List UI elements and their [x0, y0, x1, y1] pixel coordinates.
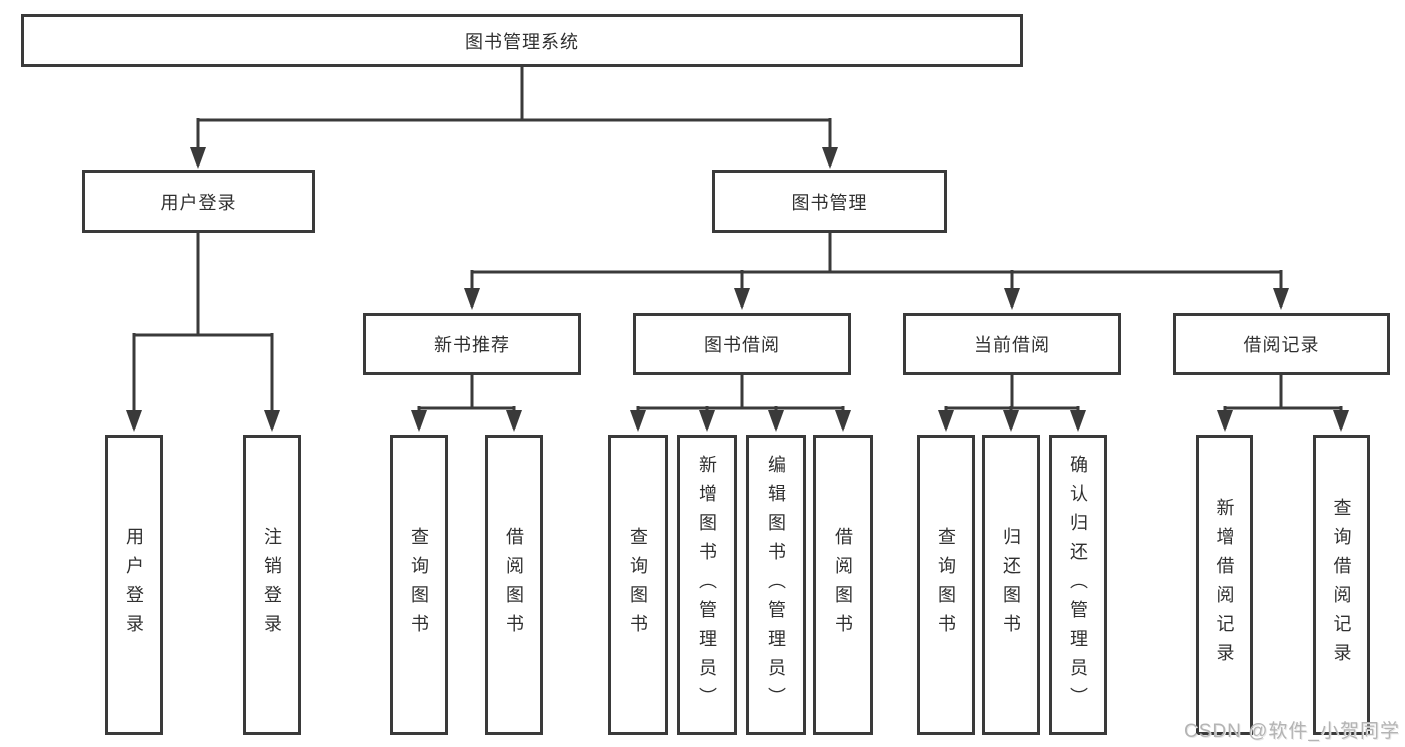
- leaf-logout-label: 注销登录: [262, 527, 282, 643]
- leaf-query-book-borrow: 查询图书: [608, 435, 668, 735]
- leaf-borrow-book-label: 借阅图书: [833, 527, 853, 643]
- leaf-logout: 注销登录: [243, 435, 301, 735]
- leaf-return-book: 归还图书: [982, 435, 1040, 735]
- leaf-borrow-book-recommend: 借阅图书: [485, 435, 543, 735]
- node-root: 图书管理系统: [21, 14, 1023, 67]
- node-book-management-label: 图书管理: [791, 192, 868, 213]
- leaf-edit-book: 编辑图书（管理员）: [746, 435, 806, 735]
- watermark: CSDN @软件_小贺同学: [1184, 721, 1400, 742]
- leaf-add-book: 新增图书（管理员）: [677, 435, 737, 735]
- leaf-query-book-current-label: 查询图书: [936, 527, 956, 643]
- node-new-book-recommend-label: 新书推荐: [434, 335, 510, 355]
- leaf-confirm-return: 确认归还（管理员）: [1049, 435, 1107, 735]
- leaf-add-book-label: 新增图书（管理员）: [697, 454, 717, 716]
- node-root-label: 图书管理系统: [465, 31, 579, 52]
- leaf-user-login-label: 用户登录: [124, 527, 144, 643]
- leaf-user-login: 用户登录: [105, 435, 163, 735]
- leaf-query-book-borrow-label: 查询图书: [628, 527, 648, 643]
- leaf-borrow-book: 借阅图书: [813, 435, 873, 735]
- leaf-borrow-book-recommend-label: 借阅图书: [504, 527, 524, 643]
- node-book-borrow-label: 图书借阅: [704, 335, 780, 355]
- node-current-borrow: 当前借阅: [903, 313, 1121, 375]
- node-current-borrow-label: 当前借阅: [974, 335, 1050, 355]
- leaf-add-borrow-record-label: 新增借阅记录: [1214, 498, 1235, 672]
- leaf-return-book-label: 归还图书: [1001, 527, 1021, 643]
- node-borrow-records-label: 借阅记录: [1243, 335, 1320, 355]
- node-book-management: 图书管理: [712, 170, 947, 233]
- leaf-query-book-recommend-label: 查询图书: [409, 527, 429, 643]
- node-book-borrow: 图书借阅: [633, 313, 851, 375]
- leaf-add-borrow-record: 新增借阅记录: [1196, 435, 1253, 735]
- node-new-book-recommend: 新书推荐: [363, 313, 581, 375]
- node-borrow-records: 借阅记录: [1173, 313, 1390, 375]
- leaf-query-book-current: 查询图书: [917, 435, 975, 735]
- node-user-login: 用户登录: [82, 170, 315, 233]
- leaf-edit-book-label: 编辑图书（管理员）: [766, 454, 786, 716]
- leaf-query-borrow-record: 查询借阅记录: [1313, 435, 1370, 735]
- node-user-login-label: 用户登录: [160, 192, 237, 213]
- leaf-query-book-recommend: 查询图书: [390, 435, 448, 735]
- leaf-confirm-return-label: 确认归还（管理员）: [1068, 454, 1088, 716]
- leaf-query-borrow-record-label: 查询借阅记录: [1331, 498, 1352, 672]
